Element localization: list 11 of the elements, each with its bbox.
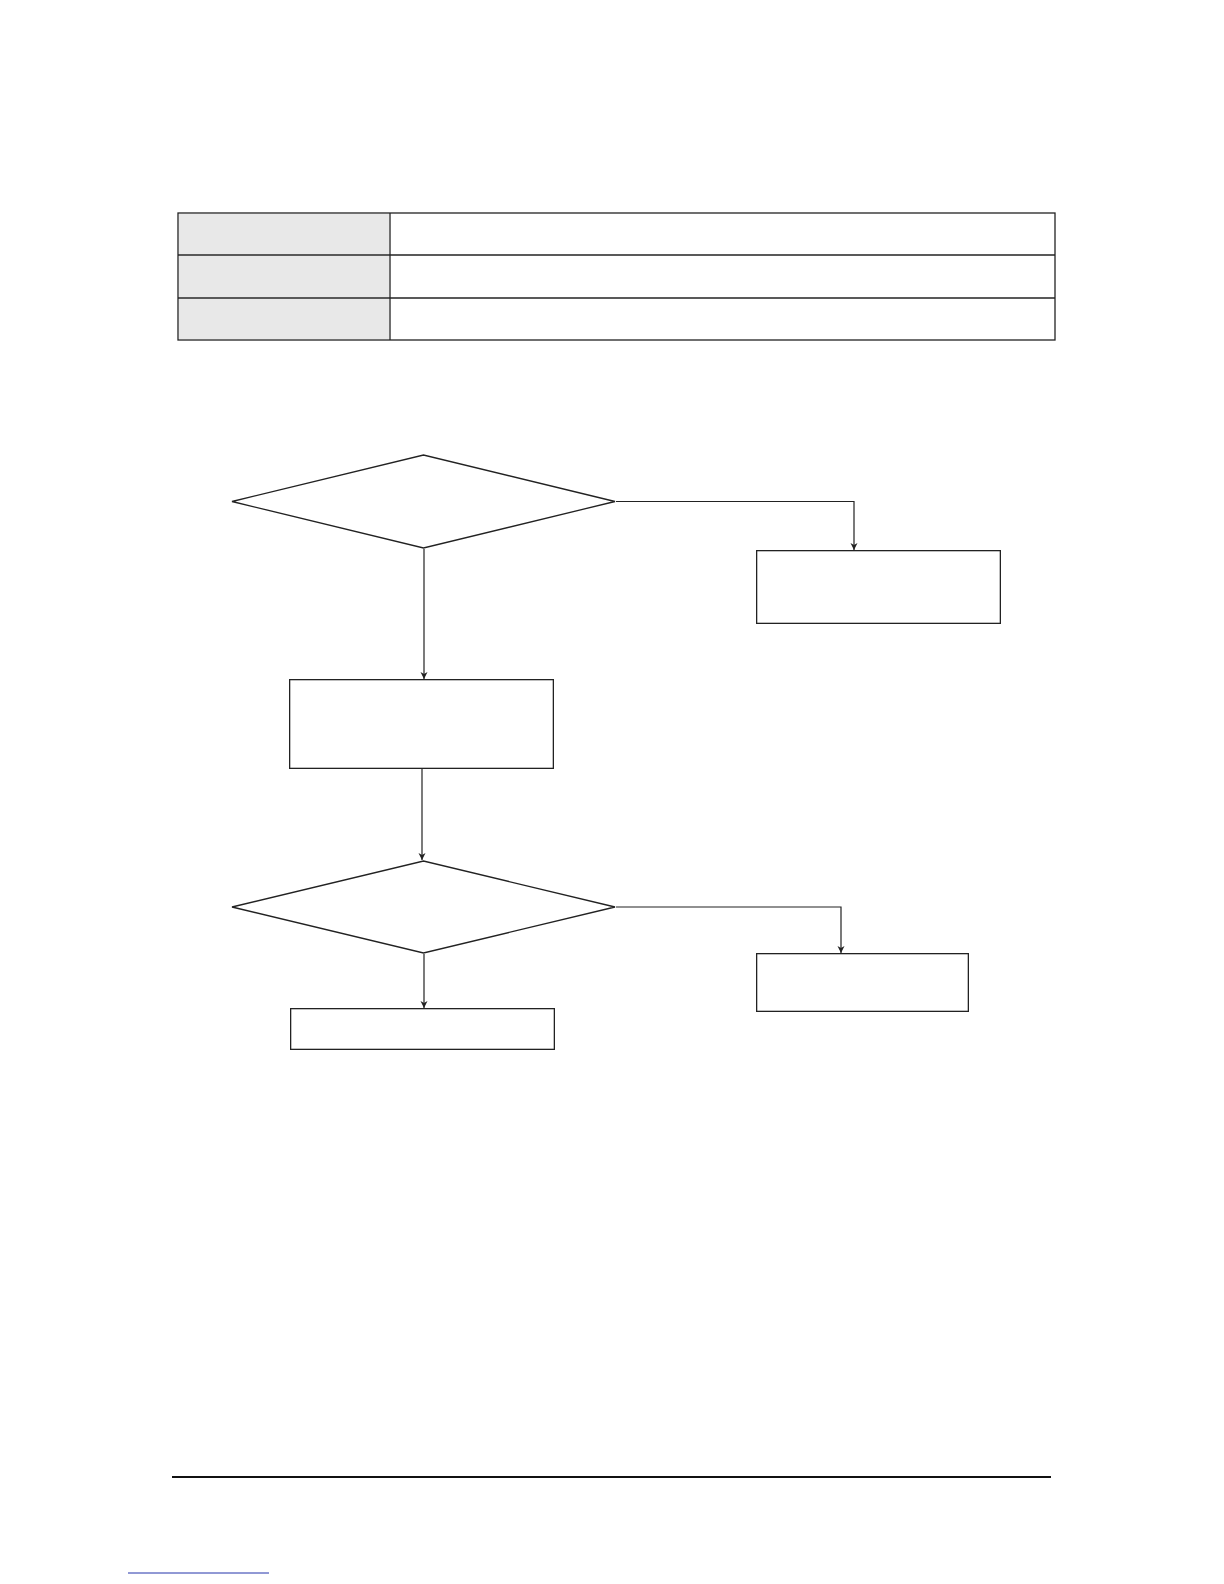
arrow	[615, 500, 858, 551]
arrow	[420, 548, 428, 680]
decision-diamond	[231, 860, 616, 954]
arrow	[615, 906, 845, 954]
process-box	[756, 550, 1001, 624]
process-box	[289, 679, 554, 769]
arrow	[420, 953, 428, 1009]
process-box	[290, 1008, 555, 1050]
process-box	[756, 953, 969, 1012]
arrow	[418, 768, 426, 861]
decision-diamond	[231, 454, 616, 549]
